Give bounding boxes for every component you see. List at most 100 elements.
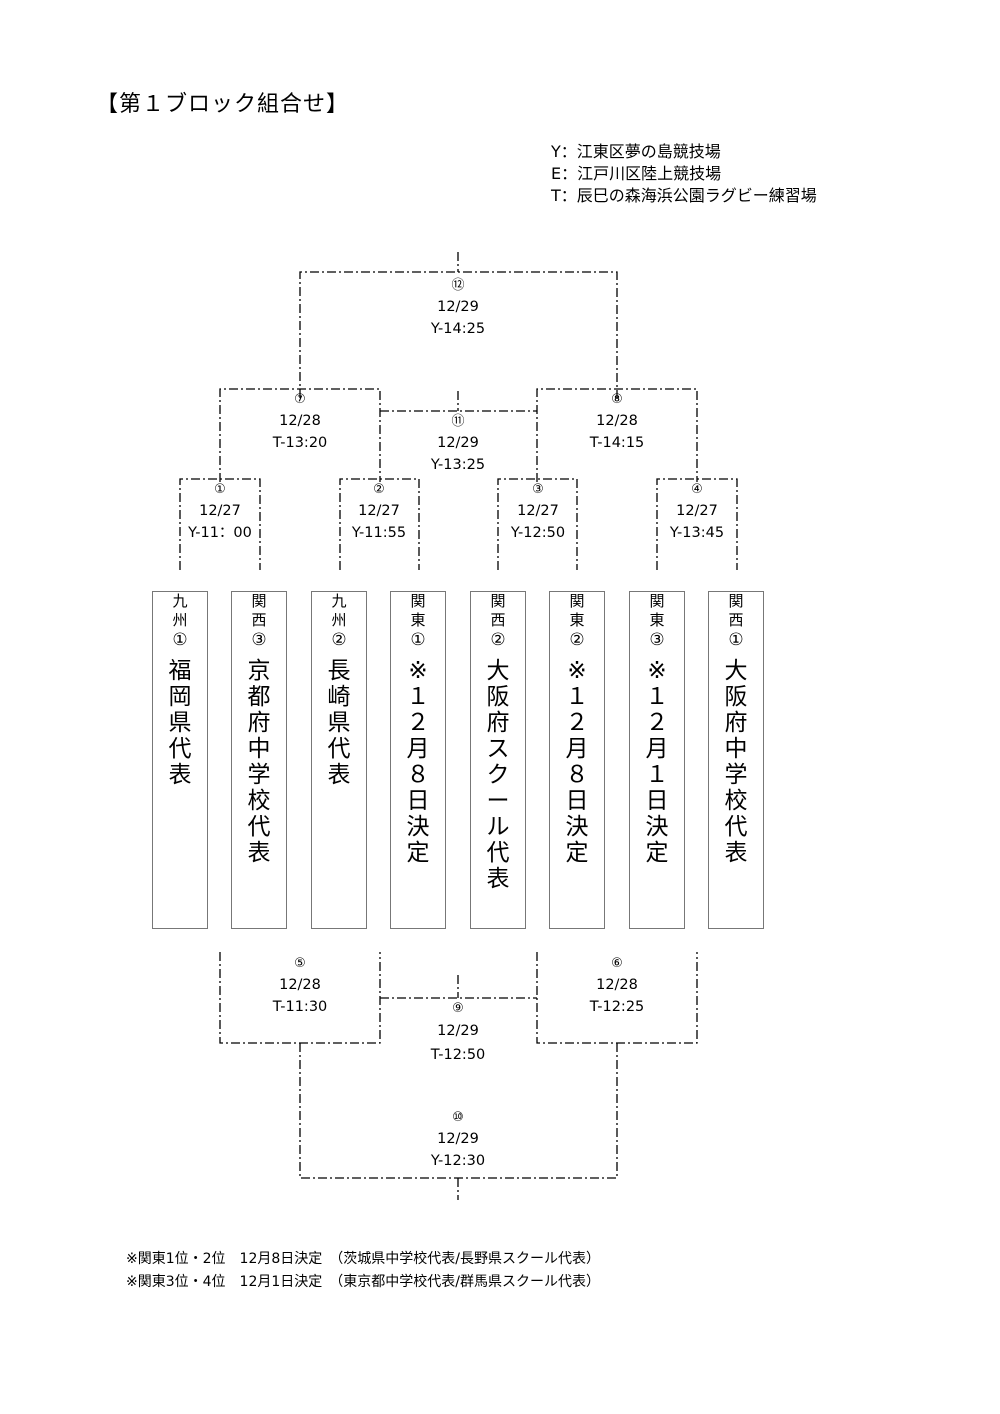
team-name-char: 府 (724, 710, 748, 736)
team-name-char: 表 (168, 762, 192, 788)
team-name-char: 決 (565, 814, 589, 840)
team-name-char: ※ (567, 658, 587, 684)
match-number: ③ (532, 482, 544, 497)
team-name-char: 定 (565, 840, 589, 866)
team-name-char: 都 (247, 684, 271, 710)
team-name-char: ス (486, 736, 510, 762)
match-2: ② 12/27 Y-11:55 (309, 480, 449, 544)
match-date: 12/29 (437, 1023, 479, 1039)
team-name-char: １ (406, 684, 430, 710)
bracket-line-8 (536, 388, 698, 482)
match-time: Y-13:45 (669, 525, 725, 541)
team-name-char: 阪 (486, 684, 510, 710)
match-number: ④ (691, 482, 703, 497)
team-name-char: 決 (645, 814, 669, 840)
match-date: 12/29 (437, 299, 479, 315)
team-name-char: １ (645, 762, 669, 788)
team-name-char: ８ (565, 762, 589, 788)
match-time: T-13:20 (272, 435, 328, 451)
match-number: ⑫ (451, 278, 465, 293)
team-name-char: ル (486, 814, 510, 840)
match-time: T-11:30 (272, 999, 328, 1015)
team-name-char: 代 (724, 814, 748, 840)
team-name-char: １ (645, 684, 669, 710)
team-name-char: 日 (406, 788, 430, 814)
team-seed: ① (172, 630, 188, 650)
team-name: 大阪府スクール代表 (471, 658, 525, 892)
match-date: 12/28 (279, 413, 321, 429)
match-1: ① 12/27 Y-11：00 (150, 480, 290, 544)
team-name-char: 福 (168, 658, 192, 684)
team-region-char: 関 (490, 592, 506, 610)
match-number: ② (373, 482, 385, 497)
match-4: ④ 12/27 Y-13:45 (627, 480, 767, 544)
match-3: ③ 12/27 Y-12:50 (468, 480, 608, 544)
team-name-char: 日 (645, 788, 669, 814)
bracket-line-11 (380, 391, 537, 412)
team-name-char: ８ (406, 762, 430, 788)
team-region-char: 東 (410, 611, 426, 629)
team-name-char: 大 (486, 658, 510, 684)
team-region-char: 関 (251, 592, 267, 610)
team-name-char: 長 (327, 658, 351, 684)
team-name-char: ※ (647, 658, 667, 684)
match-date: 12/28 (596, 413, 638, 429)
team-region-char: 関 (410, 592, 426, 610)
match-date: 12/27 (676, 503, 718, 519)
match-date: 12/29 (437, 1131, 479, 1147)
bracket-line-7 (219, 388, 381, 482)
bracket-line-9 (380, 975, 537, 999)
team-name-char: １ (565, 684, 589, 710)
team-name-char: ※ (408, 658, 428, 684)
team-region-char: 州 (331, 611, 347, 629)
team-region-char: 東 (569, 611, 585, 629)
bracket-line-10 (299, 1043, 618, 1200)
team-region-char: 西 (251, 611, 267, 629)
team-name-char: 月 (406, 736, 430, 762)
team-name-char: 校 (247, 788, 271, 814)
footnote: ※関東1位・2位 12月8日決定 （茨城県中学校代表/長野県スクール代表） (126, 1251, 600, 1267)
bracket-line-12 (299, 252, 618, 398)
match-time: T-12:50 (430, 1047, 486, 1063)
team-region-char: 関 (728, 592, 744, 610)
match-12: ⑫ 12/29 Y-14:25 (388, 276, 528, 340)
match-date: 12/28 (596, 977, 638, 993)
team-name: 福岡県代表 (153, 658, 207, 788)
team-name-char: 定 (406, 840, 430, 866)
team-name: 京都府中学校代表 (232, 658, 286, 866)
match-number: ⑩ (452, 1110, 464, 1125)
team-name-char: 県 (327, 710, 351, 736)
match-number: ⑥ (611, 956, 623, 971)
team-name-char: 中 (247, 736, 271, 762)
venue-legend: Y：江東区夢の島競技場 E：江戸川区陸上競技場 T：辰巳の森海浜公園ラグビー練習… (551, 141, 817, 207)
team-region-char: 九 (331, 592, 347, 610)
team-name-char: ク (486, 762, 510, 788)
team-name-char: 京 (247, 658, 271, 684)
team-name-char: 府 (486, 710, 510, 736)
match-number: ⑪ (451, 414, 465, 429)
team-name-char: 定 (645, 840, 669, 866)
team-seed: ② (331, 630, 347, 650)
match-number: ① (214, 482, 226, 497)
team-seed: ① (728, 630, 744, 650)
match-10: ⑩ 12/29 Y-12:30 (388, 1108, 528, 1172)
match-time: T-12:25 (589, 999, 645, 1015)
team-name-char: 崎 (327, 684, 351, 710)
team-region-char: 関 (649, 592, 665, 610)
match-date: 12/29 (437, 435, 479, 451)
page-title: 【第１ブロック組合せ】 (96, 92, 350, 117)
match-time: Y-12:50 (510, 525, 566, 541)
team-seed: ③ (251, 630, 267, 650)
team-name-char: 代 (247, 814, 271, 840)
match-5: ⑤ 12/28 T-11:30 (230, 954, 370, 1018)
team-seed: ③ (649, 630, 665, 650)
team-name-char: 大 (724, 658, 748, 684)
match-number: ⑦ (294, 392, 306, 407)
team-name-char: 岡 (168, 684, 192, 710)
match-time: Y-14:25 (430, 321, 486, 337)
bracket-line-1 (179, 478, 261, 570)
